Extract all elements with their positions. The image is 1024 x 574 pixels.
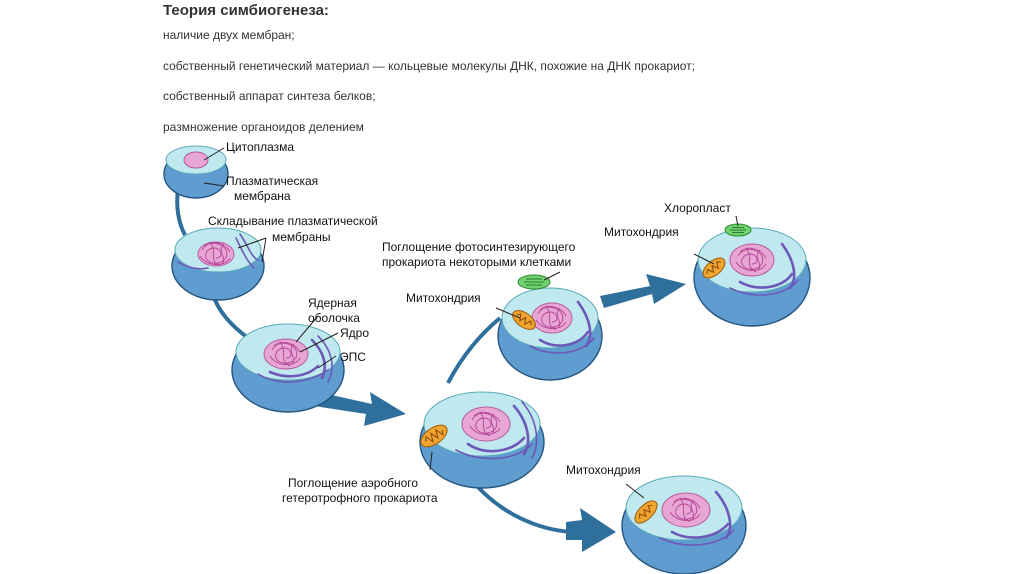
label-chloroplast: Хлоропласт (664, 201, 731, 215)
label-cytoplasm: Цитоплазма (226, 140, 294, 154)
cell-5 (497, 287, 603, 381)
label-mitochondrion-a: Митохондрия (406, 291, 481, 305)
label-eps: ЭПС (340, 350, 366, 364)
slide-title: Теория симбиогенеза: (163, 2, 329, 19)
label-plasma-membrane-1: Плазматическая (226, 174, 318, 188)
label-mitochondrion-c: Митохондрия (566, 463, 641, 477)
chloroplast-icon (724, 223, 752, 237)
label-aerobic-uptake-1: Поглощение аэробного (288, 476, 418, 490)
mitochondrion-icon (702, 257, 726, 279)
cell-2 (171, 227, 265, 301)
point-own-dna: собственный генетический материал — коль… (163, 59, 696, 73)
label-nucleus: Ядро (340, 326, 369, 340)
pointer-lines (203, 147, 739, 499)
cell-1 (163, 145, 229, 199)
cell-6 (693, 223, 811, 327)
path-4-5 (446, 316, 502, 384)
chloroplast-prokaryote-icon (517, 274, 551, 290)
mitochondrion-icon (420, 424, 448, 448)
label-photosynthetic-uptake-2: прокариота некоторыми клетками (382, 255, 571, 269)
label-nuclear-envelope-2: оболочка (308, 311, 360, 325)
path-4-7 (468, 476, 573, 534)
cell-3 (231, 323, 345, 413)
label-folding-1: Складывание плазматической (208, 214, 378, 228)
mitochondrion-icon (512, 310, 536, 330)
mitochondrion-icon (634, 500, 658, 524)
point-protein-synthesis: собственный аппарат синтеза белков; (163, 89, 376, 103)
label-photosynthetic-uptake-1: Поглощение фотосинтезирующего (382, 240, 576, 254)
label-aerobic-uptake-2: гетеротрофного прокариота (282, 491, 438, 505)
label-plasma-membrane-2: мембрана (234, 189, 291, 203)
cell-7 (621, 475, 747, 574)
cell-4 (419, 391, 545, 489)
evolution-arrows (175, 187, 686, 552)
arrow-5-6 (600, 274, 686, 308)
label-folding-2: мембраны (272, 230, 331, 244)
diagram-labels: Цитоплазма Плазматическая мембрана Склад… (208, 140, 731, 505)
point-two-membranes: наличие двух мембран; (163, 28, 295, 42)
arrow-4-7 (566, 508, 616, 552)
label-nuclear-envelope-1: Ядерная (308, 296, 357, 310)
label-mitochondrion-b: Митохондрия (604, 225, 679, 239)
point-division: размножение органоидов делением (163, 120, 364, 134)
arrow-3-4 (314, 392, 406, 426)
